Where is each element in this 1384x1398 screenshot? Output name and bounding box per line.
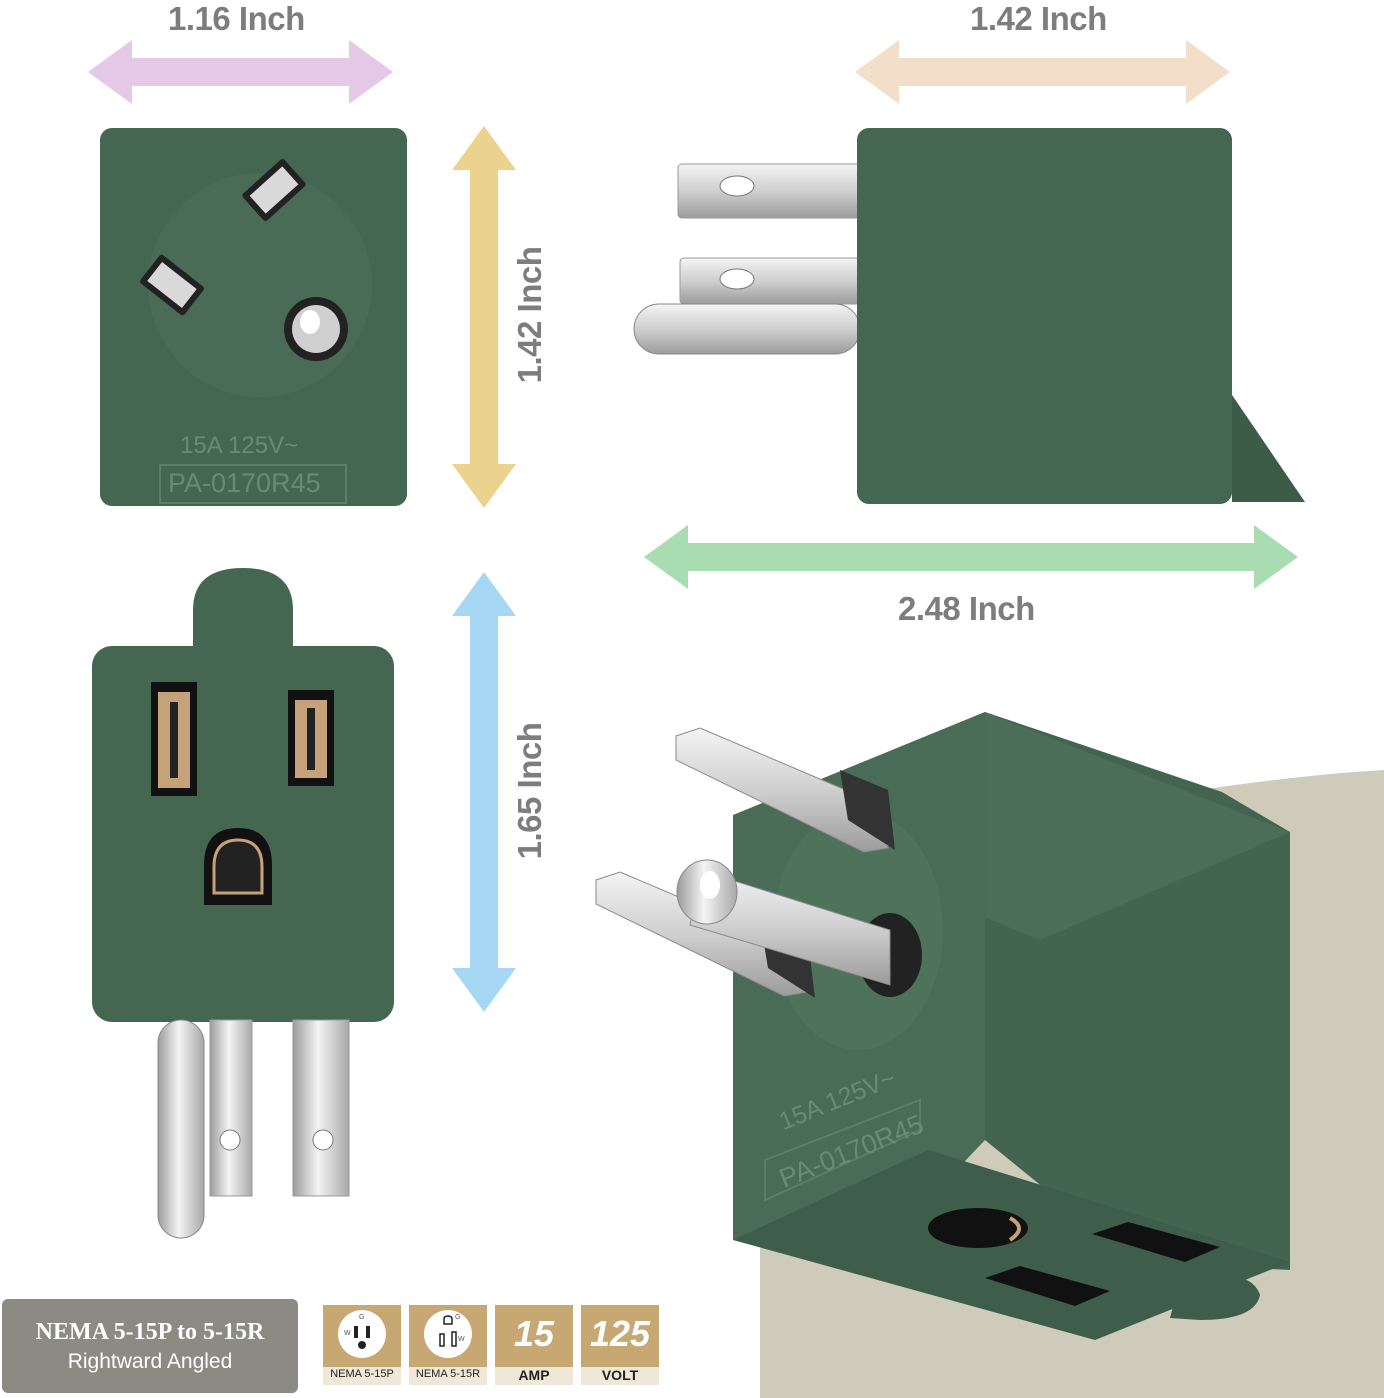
adapter-3d-view: [595, 712, 1290, 1340]
length-label: 2.48 Inch: [898, 590, 1035, 627]
width-arrow: [88, 40, 393, 104]
spec-volt: 125 VOLT: [581, 1305, 659, 1385]
depth-arrow: [855, 40, 1230, 104]
height-label-top: 1.42 Inch: [511, 246, 548, 384]
width-label: 1.16 Inch: [168, 0, 305, 37]
spec-receptacle: G W NEMA 5-15R: [409, 1305, 487, 1385]
height-arrow-top: [452, 126, 516, 508]
length-arrow: [644, 525, 1298, 589]
spec-plug-caption: NEMA 5-15P: [330, 1368, 394, 1380]
volt-caption: VOLT: [601, 1367, 639, 1383]
receptacle-icon: G W: [424, 1310, 472, 1358]
adapter-front-view: [100, 128, 407, 506]
adapter-receptacle-view: [92, 568, 394, 1239]
nema-badge: NEMA 5-15P to 5-15R Rightward Angled: [2, 1299, 298, 1393]
depth-label: 1.42 Inch: [970, 0, 1107, 37]
plug-ground-label: G: [359, 1314, 365, 1321]
volt-value: 125: [589, 1313, 651, 1354]
badge-title: NEMA 5-15P to 5-15R: [35, 1319, 265, 1345]
plug-white-label: W: [344, 1330, 351, 1337]
receptacle-white-label: W: [458, 1336, 465, 1343]
model-marking-front: PA-0170R45: [168, 468, 321, 498]
receptacle-ground-label: G: [455, 1314, 461, 1321]
amp-value: 15: [513, 1313, 555, 1354]
spec-plug: G W NEMA 5-15P: [323, 1305, 401, 1385]
height-label-bottom: 1.65 Inch: [511, 722, 548, 860]
rating-marking-front: 15A 125V~: [180, 432, 299, 459]
height-arrow-bottom: [452, 572, 516, 1012]
adapter-side-view: [633, 128, 1305, 504]
amp-caption: AMP: [518, 1367, 550, 1383]
spec-receptacle-caption: NEMA 5-15R: [415, 1368, 481, 1380]
spec-amp: 15 AMP: [495, 1305, 573, 1385]
badge-subtitle: Rightward Angled: [67, 1350, 233, 1373]
plug-icon: G W: [338, 1310, 386, 1358]
